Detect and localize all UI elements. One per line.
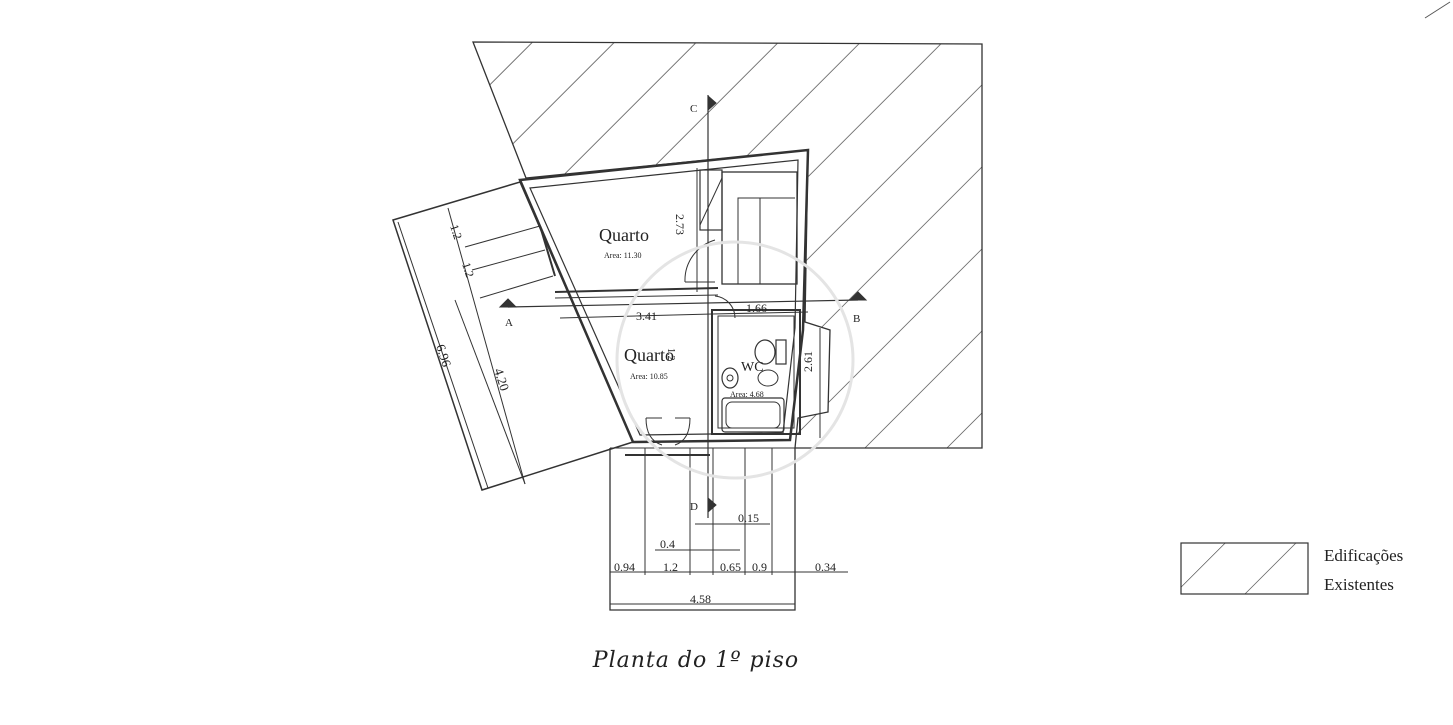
room-name-bedroom-1: Quarto (599, 225, 649, 245)
dim-bottom-04: 0.4 (660, 537, 675, 551)
dim-left-inner: 4.20 (491, 366, 512, 392)
dim-wc-height: 2.61 (801, 351, 815, 372)
dim-bedroom-width: 3.41 (636, 309, 657, 323)
dim-wc-width: 1.66 (746, 301, 767, 315)
dim-bottom-015: 0.15 (738, 511, 759, 525)
room-area-bedroom-2: Area: 10.85 (630, 372, 668, 381)
dim-bedroom-height: 2.73 (673, 214, 687, 235)
legend-hatch-swatch (1180, 542, 1309, 595)
dim-left-step-2: 1.2 (459, 261, 477, 280)
left-terrace (392, 181, 635, 491)
legend-label-line-2: Existentes (1324, 575, 1394, 594)
dim-bottom-total: 4.58 (690, 592, 711, 606)
room-area-bedroom-1: Area: 11.30 (604, 251, 641, 260)
dim-left-total: 6.96 (433, 342, 454, 369)
section-label-c: C (690, 103, 697, 115)
section-label-b: B (853, 313, 860, 325)
room-name-wc: WC (741, 360, 764, 375)
dim-bottom-094: 0.94 (614, 560, 635, 574)
dim-bottom-09: 0.9 (752, 560, 767, 574)
legend: Edificações Existentes (1180, 542, 1403, 595)
dim-bottom-12: 1.2 (663, 560, 678, 574)
dim-bottom-034: 0.34 (815, 560, 836, 574)
section-label-a: A (505, 317, 513, 329)
section-lines (498, 94, 868, 518)
room-area-wc: Area: 4.68 (730, 390, 764, 399)
dim-left-step-1: 1.2 (447, 223, 465, 242)
corner-mark (1424, 1, 1451, 19)
watermark-seal (615, 240, 855, 480)
room-name-bedroom-2: Quarto (624, 345, 674, 365)
dim-small-mark: 1.2 (665, 348, 676, 361)
plan-title: Planta do 1º piso (592, 648, 800, 673)
dim-bottom-065: 0.65 (720, 560, 741, 574)
dimension-lines (397, 168, 848, 605)
legend-label-line-1: Edificações (1324, 546, 1403, 565)
section-label-d: D (690, 501, 698, 513)
building-walls (518, 148, 810, 446)
